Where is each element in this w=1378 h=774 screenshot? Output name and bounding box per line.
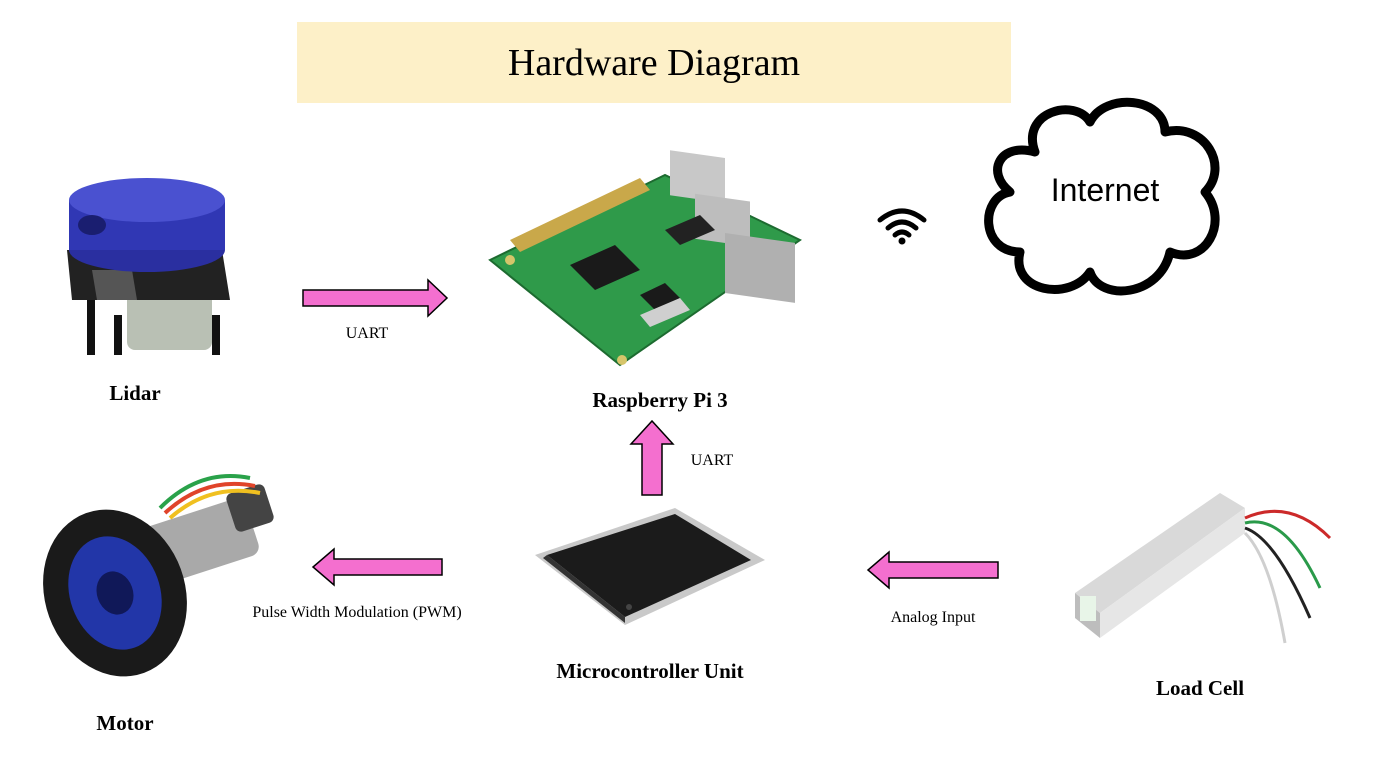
page-title: Hardware Diagram (507, 41, 801, 84)
microcontroller-label: Microcontroller Unit (556, 659, 744, 683)
lidar-image (52, 175, 237, 365)
edge-label-mcu-pi: UART (690, 452, 734, 469)
title-banner: Hardware Diagram (297, 22, 1011, 103)
edge-label-mcu-motor: Pulse Width Modulation (PWM) (252, 604, 462, 621)
arrow-mcu-to-motor (311, 547, 443, 587)
arrow-mcu-to-pi (629, 419, 675, 496)
cloud-icon (980, 92, 1230, 304)
lidar-label: Lidar (109, 381, 161, 405)
load-cell-image (1070, 478, 1335, 648)
motor-label: Motor (96, 711, 154, 735)
edge-label-lidar-pi: UART (345, 325, 389, 342)
load-cell-label: Load Cell (1155, 676, 1245, 700)
arrow-lidar-to-pi (302, 278, 449, 318)
arrow-loadcell-to-mcu (866, 550, 999, 590)
internet-label: Internet (1050, 172, 1160, 208)
motor-image (40, 468, 280, 683)
wifi-icon (877, 206, 927, 246)
microcontroller-image (525, 500, 775, 640)
raspberry-pi-image (488, 120, 810, 380)
raspberry-pi-label: Raspberry Pi 3 (592, 388, 728, 412)
edge-label-loadcell-mcu: Analog Input (890, 609, 976, 626)
